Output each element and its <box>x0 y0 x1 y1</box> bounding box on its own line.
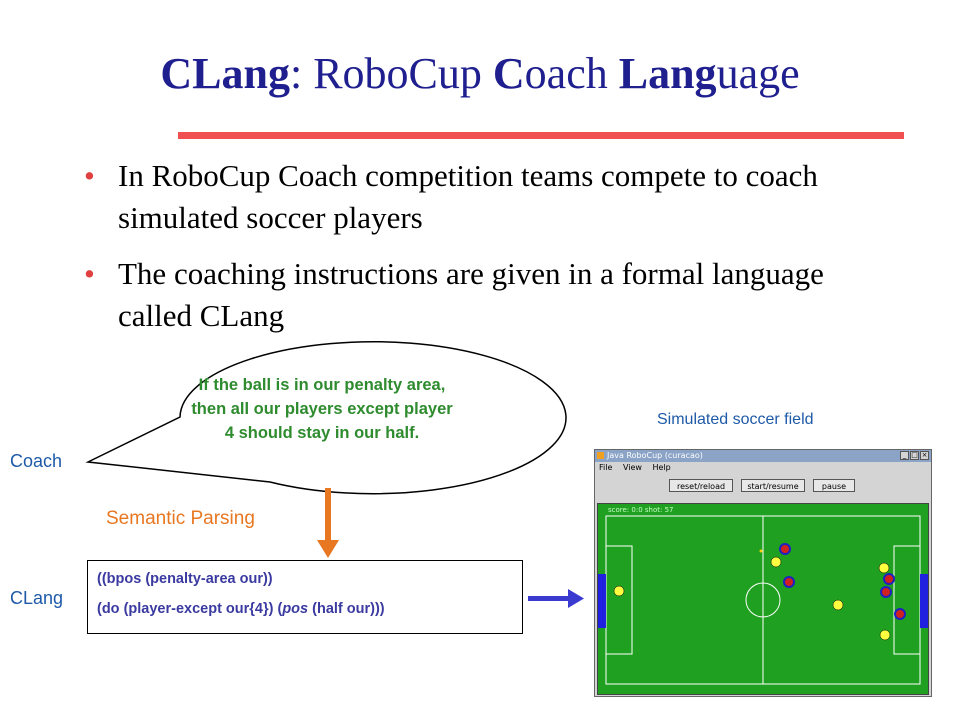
yellow-player <box>613 585 625 597</box>
title-part: CLang <box>160 49 290 98</box>
menu-file[interactable]: File <box>599 463 613 472</box>
window-titlebar[interactable]: Java RoboCup (curacao) _ □ × <box>595 450 931 462</box>
robocup-window: Java RoboCup (curacao) _ □ × File View H… <box>594 449 932 697</box>
yellow-player <box>878 562 890 574</box>
window-title: Java RoboCup (curacao) <box>607 451 703 460</box>
toolbar: reset/reload start/resume pause <box>595 473 931 499</box>
right-penalty-area <box>893 545 921 655</box>
blue-player <box>894 608 906 620</box>
parse-arrow-head <box>317 540 339 558</box>
score-readout: score: 0:0 shot: 57 <box>608 506 674 514</box>
slide-title: CLang: RoboCup Coach Language <box>0 48 960 99</box>
soccer-pitch: score: 0:0 shot: 57 <box>597 503 929 695</box>
center-circle <box>745 582 781 618</box>
semantic-parsing-label: Semantic Parsing <box>106 508 255 529</box>
menu-help[interactable]: Help <box>652 463 671 472</box>
bullet-dot: • <box>84 158 95 193</box>
pitch-graphics <box>598 515 928 685</box>
simulated-field-caption: Simulated soccer field <box>657 411 814 428</box>
ball <box>759 549 763 553</box>
output-arrow-head <box>568 589 584 608</box>
right-goal <box>920 574 928 628</box>
title-divider <box>178 132 904 139</box>
speech-bubble <box>85 340 567 495</box>
bullet-dot: • <box>84 256 95 291</box>
start-resume-button[interactable]: start/resume <box>741 479 805 492</box>
clang-line-1: ((bpos (penalty-area our)) <box>97 571 273 587</box>
blue-player <box>883 573 895 585</box>
left-penalty-area <box>605 545 633 655</box>
team-blue-players <box>779 543 906 620</box>
clang-keyword: pos <box>282 601 309 617</box>
yellow-player <box>832 599 844 611</box>
yellow-player <box>770 556 782 568</box>
menu-view[interactable]: View <box>622 463 642 472</box>
bullet-text: The coaching instructions are given in a… <box>118 256 824 333</box>
team-yellow-players <box>613 556 891 641</box>
clang-expression-box: ((bpos (penalty-area our)) (do (player-e… <box>87 560 523 634</box>
blue-player <box>783 576 795 588</box>
reset-reload-button[interactable]: reset/reload <box>669 479 733 492</box>
title-part: C <box>492 49 525 98</box>
java-icon <box>597 452 604 459</box>
bullet-item: • The coaching instructions are given in … <box>84 253 884 337</box>
maximize-icon[interactable]: □ <box>910 451 919 460</box>
left-goal <box>598 574 606 628</box>
minimize-icon[interactable]: _ <box>900 451 909 460</box>
title-part: uage <box>716 49 800 98</box>
clang-text: (do (player-except our{4}) ( <box>97 601 283 617</box>
title-part: oach <box>524 49 619 98</box>
clang-line-2: (do (player-except our{4}) (pos (half ou… <box>97 600 522 618</box>
close-icon[interactable]: × <box>920 451 929 460</box>
pause-button[interactable]: pause <box>813 479 855 492</box>
title-part: Lang <box>618 49 717 98</box>
title-part: : RoboCup <box>289 49 493 98</box>
yellow-player <box>879 629 891 641</box>
bullet-list: • In RoboCup Coach competition teams comp… <box>84 155 884 351</box>
parse-arrow-shaft <box>325 488 331 542</box>
coach-label: Coach <box>10 451 63 471</box>
bullet-text: In RoboCup Coach competition teams compe… <box>118 158 818 235</box>
blue-player <box>880 586 892 598</box>
bullet-item: • In RoboCup Coach competition teams comp… <box>84 155 884 239</box>
clang-label: CLang <box>10 588 64 608</box>
blue-player <box>779 543 791 555</box>
menu-bar: File View Help <box>595 462 931 473</box>
clang-text: (half our))) <box>308 601 385 617</box>
output-arrow-shaft <box>528 596 570 601</box>
coach-advice-text: If the ball is in our penalty area, then… <box>191 376 453 442</box>
